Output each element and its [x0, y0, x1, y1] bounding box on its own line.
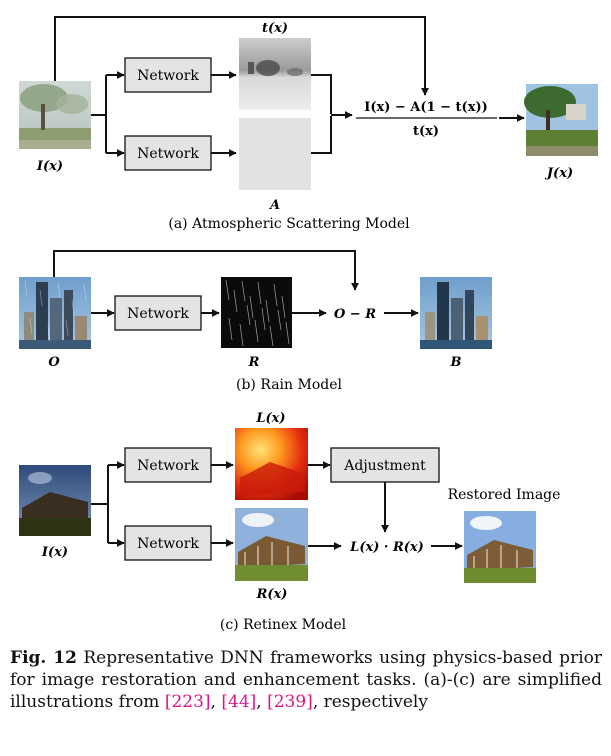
input-label-b: O	[48, 355, 60, 370]
t-to-formula-line	[311, 74, 332, 114]
skip-connection-b	[53, 250, 359, 291]
network-label-a1: Network	[137, 68, 199, 84]
foggy-tree-photo	[19, 81, 91, 149]
adjustment-box	[330, 447, 440, 483]
network-label-c1: Network	[137, 458, 199, 474]
transmission-map	[239, 38, 311, 110]
caption-a: (a) Atmospheric Scattering Model	[168, 216, 410, 232]
citation-link-223[interactable]: [223]	[164, 692, 211, 712]
caption-separator-1: ,	[210, 692, 222, 712]
network-label-c2: Network	[137, 536, 199, 552]
caption-text: Representative DNN frameworks using phys…	[10, 648, 602, 712]
formula-denominator: t(x)	[413, 124, 439, 139]
skip-connection-a	[54, 16, 429, 96]
restored-title: Restored Image	[448, 487, 561, 503]
caption-tail: , respectively	[312, 692, 428, 712]
figure-caption: Fig. 12 Representative DNN frameworks us…	[10, 647, 602, 713]
a-label: A	[268, 198, 280, 213]
network-box-a2	[124, 135, 212, 171]
figure-number: Fig. 12	[10, 648, 77, 668]
adjustment-label: Adjustment	[343, 458, 426, 474]
product-label: L(x) · R(x)	[349, 540, 424, 555]
citation-link-239[interactable]: [239]	[267, 692, 313, 712]
l-label: L(x)	[255, 411, 285, 426]
network-label-a2: Network	[137, 146, 199, 162]
citation-link-44[interactable]: [44]	[221, 692, 257, 712]
network-label-b: Network	[127, 306, 189, 322]
rain-streak-layer	[221, 277, 292, 348]
reflectance-map	[235, 508, 308, 581]
branch-lines-a	[91, 75, 107, 153]
t-label: t(x)	[262, 21, 288, 36]
input-label-a: I(x)	[36, 159, 63, 174]
clear-tree-photo	[524, 84, 598, 156]
operation-label: O − R	[334, 307, 376, 322]
clean-city-photo	[420, 277, 492, 349]
formula-numerator: I(x) − A(1 − t(x))	[364, 100, 488, 115]
dark-barn-photo	[19, 465, 91, 536]
restored-barn-photo	[464, 511, 536, 583]
panel-a: I(x) Network Network t(x) A I(x) − A(1	[19, 16, 598, 232]
a-to-formula-line	[311, 116, 332, 154]
panel-b: O Network R O − R	[19, 250, 492, 393]
network-box-c1	[124, 447, 212, 483]
input-label-c: I(x)	[41, 545, 68, 560]
output-label-b: B	[450, 355, 462, 370]
caption-separator-2: ,	[256, 692, 268, 712]
caption-b: (b) Rain Model	[236, 377, 343, 393]
network-box-c2	[124, 525, 212, 561]
r-label-c: R(x)	[256, 587, 288, 602]
rainy-city-photo	[19, 277, 91, 349]
panel-c: I(x) Network Network L(x) R(x) Adjustmen…	[19, 411, 560, 633]
branch-lines-c	[91, 465, 109, 543]
figure-diagram: I(x) Network Network t(x) A I(x) − A(1	[19, 16, 598, 633]
r-label-b: R	[248, 355, 260, 370]
atmospheric-light-map	[239, 118, 311, 190]
output-label-a: J(x)	[544, 166, 573, 181]
caption-c: (c) Retinex Model	[220, 617, 347, 633]
illumination-map	[235, 428, 308, 500]
